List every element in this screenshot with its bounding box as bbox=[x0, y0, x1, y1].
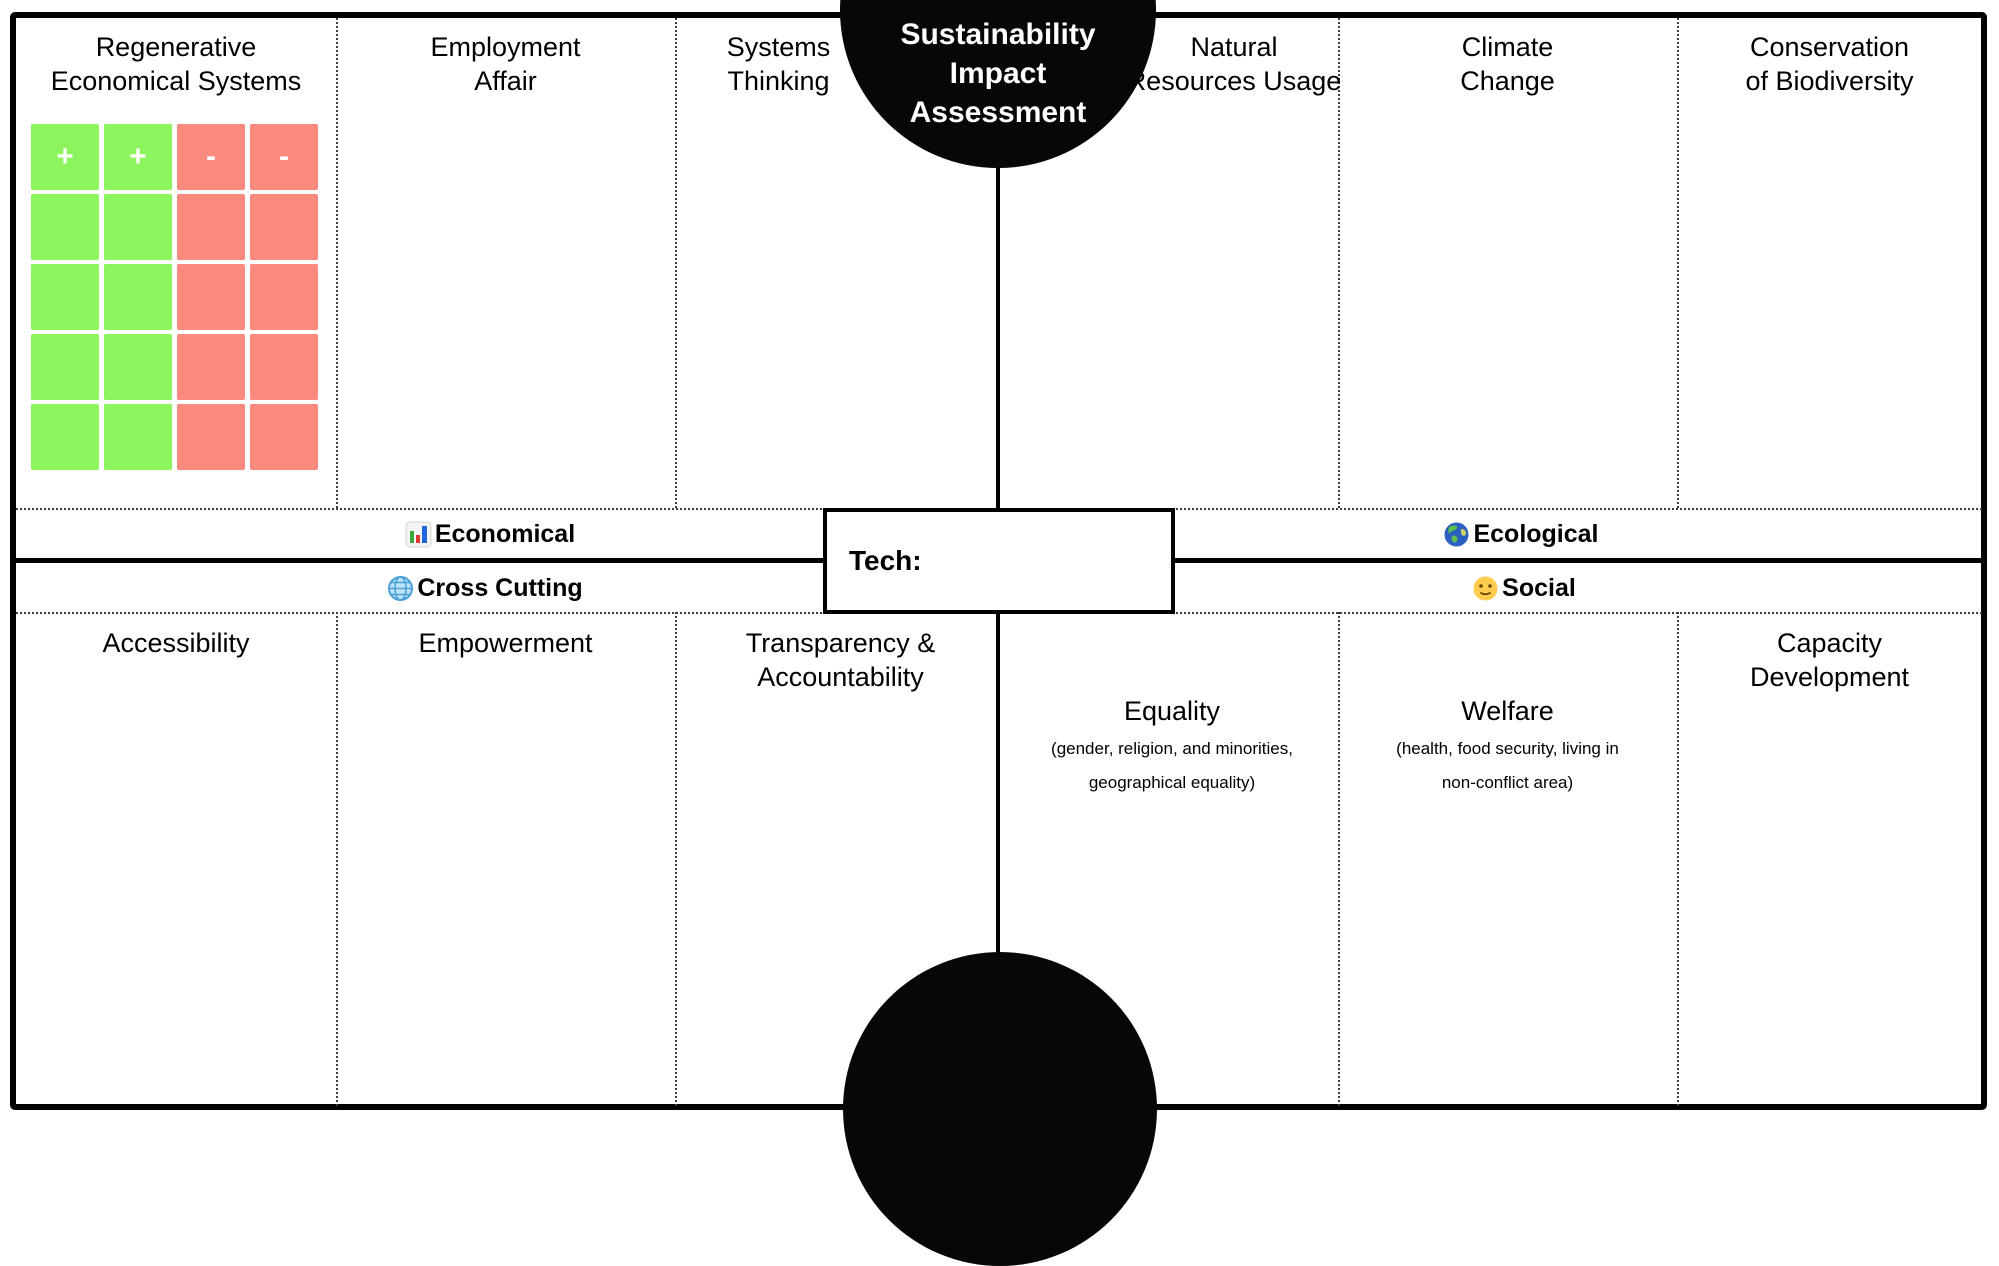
sticky-note-positive[interactable] bbox=[104, 264, 172, 330]
column-divider bbox=[675, 18, 677, 508]
sticky-note-positive[interactable] bbox=[31, 404, 99, 470]
sticky-note-positive[interactable] bbox=[104, 334, 172, 400]
earth-icon bbox=[1444, 522, 1469, 546]
smiley-icon bbox=[1473, 576, 1498, 600]
axis-label-social: Social bbox=[1364, 571, 1684, 605]
category-welfare-subtext: (health, food security, living in non-co… bbox=[1396, 739, 1619, 792]
sticky-note-negative[interactable] bbox=[177, 264, 245, 330]
column-divider bbox=[1338, 18, 1340, 508]
axis-label-ecological-text: Ecological bbox=[1473, 519, 1599, 548]
sticky-note-negative[interactable] bbox=[177, 334, 245, 400]
category-equality-label: Equality bbox=[1123, 696, 1221, 726]
sticky-note-negative[interactable] bbox=[177, 404, 245, 470]
category-empowerment: Empowerment bbox=[418, 628, 593, 658]
axis-label-cross-cutting: Cross Cutting bbox=[325, 571, 645, 605]
category-regenerative-economical-systems: Regenerative Economical Systems bbox=[50, 32, 302, 96]
sticky-note-negative[interactable] bbox=[250, 194, 318, 260]
sticky-note-negative[interactable]: - bbox=[250, 124, 318, 190]
column-divider bbox=[1338, 612, 1340, 1106]
axis-label-cross-cutting-text: Cross Cutting bbox=[417, 573, 583, 602]
sticky-note-negative[interactable] bbox=[250, 264, 318, 330]
sticky-note-negative[interactable] bbox=[250, 404, 318, 470]
category-equality-subtext: (gender, religion, and minorities, geogr… bbox=[1051, 739, 1293, 792]
sticky-note-positive[interactable]: + bbox=[31, 124, 99, 190]
sticky-note-negative[interactable] bbox=[177, 194, 245, 260]
tech-label: Tech: bbox=[849, 545, 922, 576]
category-systems-thinking: Systems Thinking bbox=[726, 32, 831, 96]
axis-label-economical-text: Economical bbox=[434, 519, 576, 548]
sticky-note-positive[interactable] bbox=[31, 334, 99, 400]
bottom-circle bbox=[843, 952, 1157, 1266]
canvas-title: Sustainability Impact Assessment bbox=[900, 18, 1096, 129]
category-transparency-accountability: Transparency & Accountability bbox=[745, 628, 936, 692]
category-conservation-of-biodiversity: Conservation of Biodiversity bbox=[1745, 32, 1914, 96]
sticky-note-positive[interactable] bbox=[104, 404, 172, 470]
vertical-axis-line-bottom bbox=[996, 610, 1000, 980]
axis-label-social-text: Social bbox=[1502, 573, 1576, 602]
category-welfare: Welfare (health, food security, living i… bbox=[1338, 614, 1677, 796]
sticky-note-positive[interactable] bbox=[31, 264, 99, 330]
bar-chart-icon bbox=[405, 521, 432, 547]
tech-input-box[interactable]: Tech: bbox=[823, 508, 1175, 614]
category-welfare-label: Welfare bbox=[1461, 696, 1554, 726]
sticky-note-positive[interactable]: + bbox=[104, 124, 172, 190]
category-employment-affair: Employment Affair bbox=[430, 32, 581, 96]
category-equality: Equality (gender, religion, and minoriti… bbox=[1006, 614, 1338, 796]
globe-icon bbox=[388, 575, 414, 601]
column-divider bbox=[675, 612, 677, 1106]
column-divider bbox=[336, 18, 338, 508]
category-capacity-development: Capacity Development bbox=[1749, 628, 1910, 692]
axis-label-economical: Economical bbox=[330, 517, 650, 551]
sticky-notes-grid: + + - - bbox=[31, 124, 318, 470]
column-divider bbox=[1677, 18, 1679, 508]
sticky-note-negative[interactable]: - bbox=[177, 124, 245, 190]
sticky-note-positive[interactable] bbox=[104, 194, 172, 260]
category-climate-change: Climate Change bbox=[1460, 32, 1555, 96]
vertical-axis-line-top bbox=[996, 150, 1000, 512]
category-accessibility: Accessibility bbox=[102, 628, 250, 658]
axis-label-ecological: Ecological bbox=[1361, 517, 1681, 551]
sticky-note-negative[interactable] bbox=[250, 334, 318, 400]
column-divider bbox=[336, 612, 338, 1106]
sticky-note-positive[interactable] bbox=[31, 194, 99, 260]
column-divider bbox=[1677, 612, 1679, 1106]
category-natural-resources-usage: Natural Resources Usage bbox=[1126, 32, 1342, 96]
